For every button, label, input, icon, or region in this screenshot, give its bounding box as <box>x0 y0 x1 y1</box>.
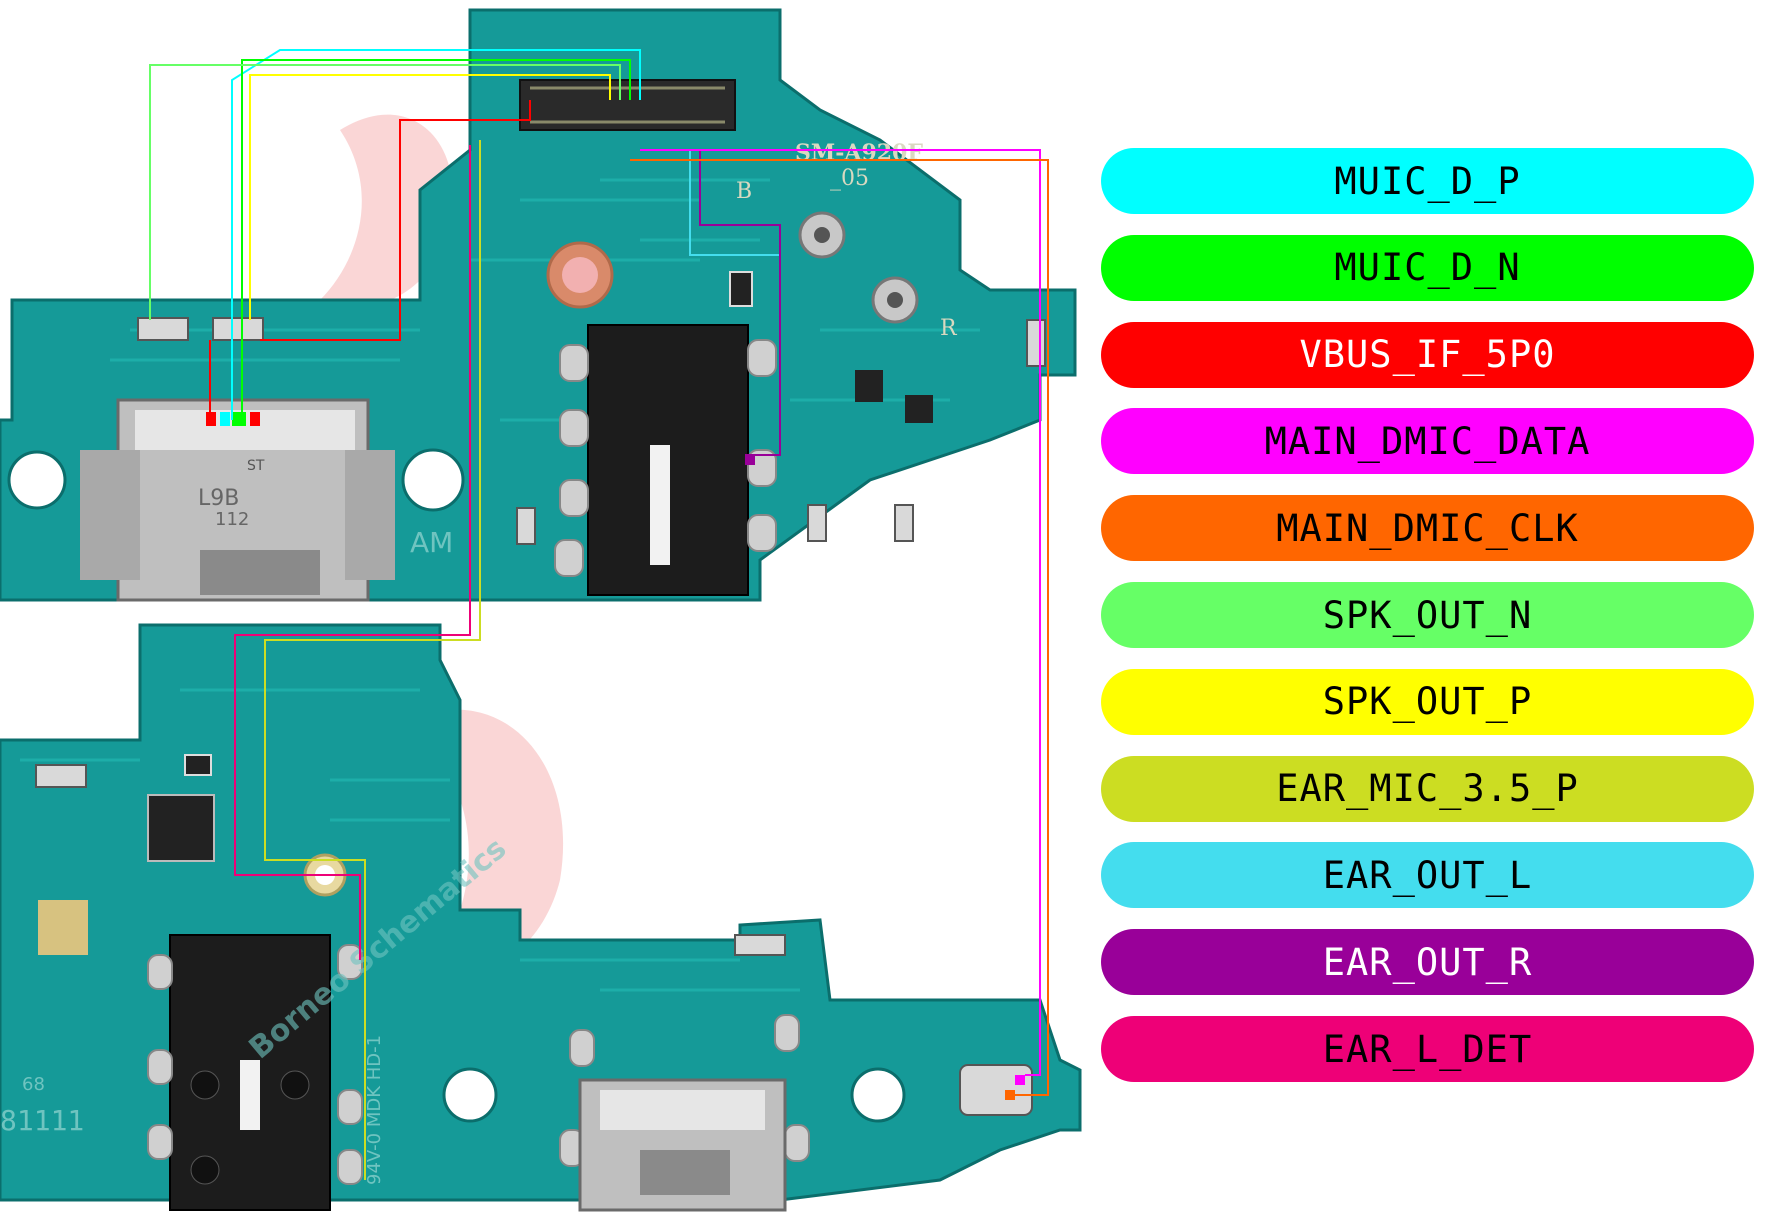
legend-item: EAR_OUT_R <box>1101 929 1754 996</box>
legend-label: EAR_L_DET <box>1322 1027 1533 1071</box>
trace-dmic-data <box>640 149 1041 1076</box>
legend-label: EAR_OUT_L <box>1322 853 1533 897</box>
legend-item: MUIC_D_P <box>1101 148 1754 214</box>
legend-item: MAIN_DMIC_CLK <box>1101 495 1754 562</box>
legend-label: SPK_OUT_N <box>1322 593 1533 637</box>
connector-code: L9B <box>198 486 239 511</box>
trace-spk-out-n <box>149 64 621 320</box>
trace-ear-mic <box>264 140 481 1180</box>
silkscreen-rev: _05 <box>830 166 869 191</box>
legend-label: MAIN_DMIC_CLK <box>1276 506 1579 550</box>
signal-traces <box>149 49 1049 1180</box>
trace-vbus <box>260 100 531 341</box>
legend-item: EAR_OUT_L <box>1101 842 1754 909</box>
trace-ear-l-det <box>234 145 471 960</box>
legend-label: EAR_OUT_R <box>1322 940 1533 984</box>
legend-label: MAIN_DMIC_DATA <box>1264 419 1591 463</box>
legend-item: EAR_MIC_3.5_P <box>1101 755 1754 822</box>
legend-item: MUIC_D_N <box>1101 234 1754 301</box>
legend-label: MUIC_D_P <box>1334 159 1521 203</box>
silkscreen-mark-b: B <box>736 179 752 204</box>
legend-item: MAIN_DMIC_DATA <box>1101 408 1754 475</box>
legend-item: SPK_OUT_N <box>1101 582 1754 648</box>
silkscreen-model: SM-A920F <box>795 140 923 166</box>
legend-label: VBUS_IF_5P0 <box>1299 333 1556 377</box>
trace-spk-out-p <box>249 74 611 320</box>
bottom-left-code: 68 <box>22 1074 45 1095</box>
connector-code2: 112 <box>215 509 249 530</box>
legend-item: EAR_L_DET <box>1101 1016 1754 1082</box>
legend-label: MUIC_D_N <box>1334 246 1521 290</box>
trace-muic-d-n <box>241 59 631 420</box>
bottom-board: 68 81111 94V-0 MDK HD-1 Borneo Schematic… <box>0 623 1082 1212</box>
top-board: SM-A920F _05 B R AM ST L9B 112 <box>0 8 1077 602</box>
legend-label: EAR_MIC_3.5_P <box>1276 767 1579 811</box>
trace-dmic-clk <box>630 159 1049 1096</box>
bottom-board-code: 94V-0 MDK HD-1 <box>364 1035 385 1185</box>
silkscreen-mark-am: AM <box>410 526 453 559</box>
connector-mark: ST <box>247 458 265 474</box>
silkscreen-mark-r: R <box>940 316 958 341</box>
trace-muic-d-p <box>231 49 641 420</box>
trace-ear-out-r <box>699 150 781 456</box>
legend-item: SPK_OUT_P <box>1101 668 1754 735</box>
bottom-left-code2: 81111 <box>0 1104 84 1137</box>
legend-label: SPK_OUT_P <box>1322 680 1533 724</box>
legend-item: VBUS_IF_5P0 <box>1101 321 1754 388</box>
pcb-diagram: SM-A920F _05 B R AM ST L9B 112 <box>0 8 1082 1212</box>
